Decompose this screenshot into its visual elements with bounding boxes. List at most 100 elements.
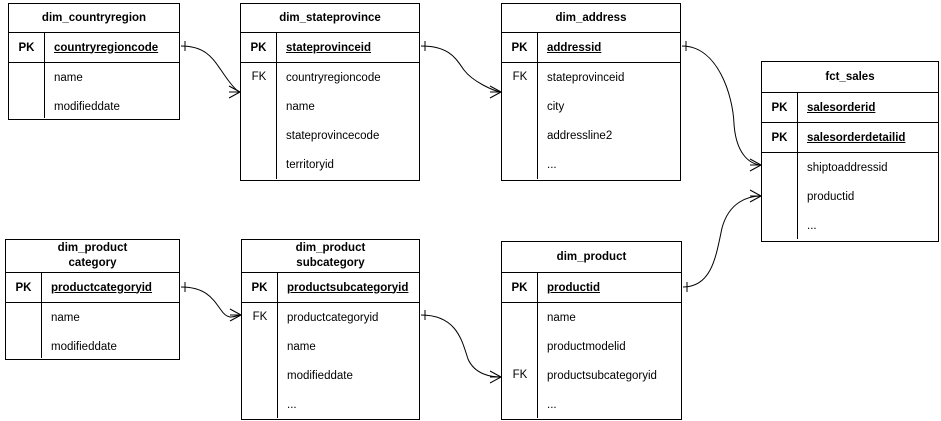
pk-row[interactable]: PK stateprovinceid [241, 33, 419, 63]
attribute-block: shiptoaddressid productid... [762, 153, 938, 239]
attribute-row[interactable]: name [547, 311, 576, 324]
fk-badge: FK [512, 70, 528, 83]
cardinality-many-marker [749, 158, 762, 166]
entity-title-line1: dim_address [555, 11, 627, 24]
entity-title-line1: dim_stateprovince [279, 11, 381, 24]
attribute-row[interactable]: stateprovincecode [286, 129, 380, 142]
entity-title-line2: subcategory [296, 257, 365, 269]
fk-badge: FK [512, 368, 528, 381]
attribute-block: FK stateprovinceid city addressline2... [502, 63, 680, 179]
pk-field-name: salesorderid [807, 101, 876, 114]
cardinality-many-marker [229, 308, 242, 316]
relationship-stateprovince-to-address [420, 41, 502, 99]
pk-field-name: addressid [547, 41, 602, 54]
entity-title-line1: fct_sales [825, 70, 875, 83]
relationship-subcategory-to-product [420, 310, 502, 384]
attribute-row[interactable]: ... [807, 219, 817, 232]
pk-row[interactable]: PK addressid [502, 33, 680, 63]
fk-badge: FK [252, 310, 268, 323]
entity-title-line1: dim_product [295, 242, 366, 255]
attribute-row[interactable]: ... [287, 398, 297, 411]
pk-row[interactable]: PK countryregioncode [9, 33, 179, 63]
entity-title-dim_countryregion: dim_countryregion [9, 4, 179, 33]
attribute-row[interactable]: modifieddate [51, 340, 117, 353]
attribute-row[interactable]: name [51, 311, 80, 324]
attribute-block: FK productcategoryid name modifieddate... [242, 303, 419, 418]
fk-badge: FK [251, 70, 267, 83]
attribute-block: FK countryregioncode name stateprovincecode… [241, 63, 419, 179]
relationship-line [682, 195, 762, 288]
pk-badge: PK [241, 33, 277, 62]
attribute-row[interactable]: productmodelid [547, 340, 626, 353]
entity-title-line1: dim_countryregion [41, 11, 147, 24]
pk-field-name: countryregioncode [54, 41, 159, 54]
pk-row[interactable]: PK salesorderid [762, 93, 938, 123]
attribute-row[interactable]: productcategoryid [287, 311, 379, 324]
relationship-line [180, 286, 242, 318]
entity-title-dim_product: dim_product [502, 242, 681, 273]
attribute-row[interactable]: ... [547, 158, 557, 171]
attribute-list: productcategoryid name modifieddate... [278, 303, 419, 418]
pk-badge: PK [9, 33, 45, 62]
attribute-row[interactable]: modifieddate [54, 100, 120, 113]
cardinality-many-marker [489, 370, 502, 378]
fk-column: FK [502, 63, 538, 179]
attribute-row[interactable]: addressline2 [547, 129, 613, 142]
attribute-block: FK name productmodelid productsubcategoryid… [502, 303, 681, 418]
fk-column: FK [241, 63, 277, 179]
attribute-row[interactable]: city [547, 100, 565, 113]
attribute-row[interactable]: productsubcategoryid [547, 369, 657, 382]
attribute-row[interactable]: modifieddate [287, 369, 353, 382]
fk-column: FK [242, 303, 278, 418]
attribute-list: name modifieddate [42, 303, 179, 358]
attribute-row[interactable]: productid [807, 190, 855, 203]
entity-title-dim_stateprovince: dim_stateprovince [241, 4, 419, 33]
attribute-list: shiptoaddressid productid... [798, 153, 938, 239]
attribute-list: countryregioncode name stateprovincecode te… [277, 63, 419, 179]
attribute-row[interactable]: name [54, 71, 83, 84]
attribute-row[interactable]: stateprovinceid [547, 71, 625, 84]
cardinality-many-marker [749, 164, 762, 172]
cardinality-many-marker [228, 85, 241, 93]
attribute-row[interactable]: countryregioncode [286, 71, 381, 84]
pk-field-name: salesorderdetailid [807, 131, 906, 144]
pk-badge: PK [502, 33, 538, 62]
attribute-row[interactable]: ... [547, 398, 557, 411]
cardinality-many-marker [228, 91, 241, 99]
cardinality-many-marker [489, 91, 502, 99]
cardinality-many-marker [749, 195, 762, 203]
attribute-row[interactable]: name [286, 100, 315, 113]
attribute-block: name modifieddate [6, 303, 179, 358]
pk-field-name: stateprovinceid [286, 41, 371, 54]
entity-title-line2: category [68, 257, 117, 269]
relationship-product-to-fctsales-productid [682, 189, 762, 292]
entity-title-line1: dim_product [556, 250, 627, 263]
fk-column [6, 303, 42, 358]
entity-title-dim_address: dim_address [502, 4, 680, 33]
pk-field-name: productid [547, 281, 601, 294]
attribute-row[interactable]: territoryid [286, 158, 334, 171]
pk-field-name: productsubcategoryid [287, 281, 409, 294]
entity-title-fct_sales: fct_sales [762, 62, 938, 93]
attribute-list: stateprovinceid city addressline2... [538, 63, 680, 179]
attribute-block: name modifieddate [9, 63, 179, 118]
pk-field-name: productcategoryid [51, 281, 152, 294]
attribute-row[interactable]: name [287, 340, 316, 353]
attribute-row[interactable]: shiptoaddressid [807, 161, 888, 174]
fk-column [762, 153, 798, 239]
relationship-line [420, 314, 502, 378]
pk-badge: PK [762, 93, 798, 122]
